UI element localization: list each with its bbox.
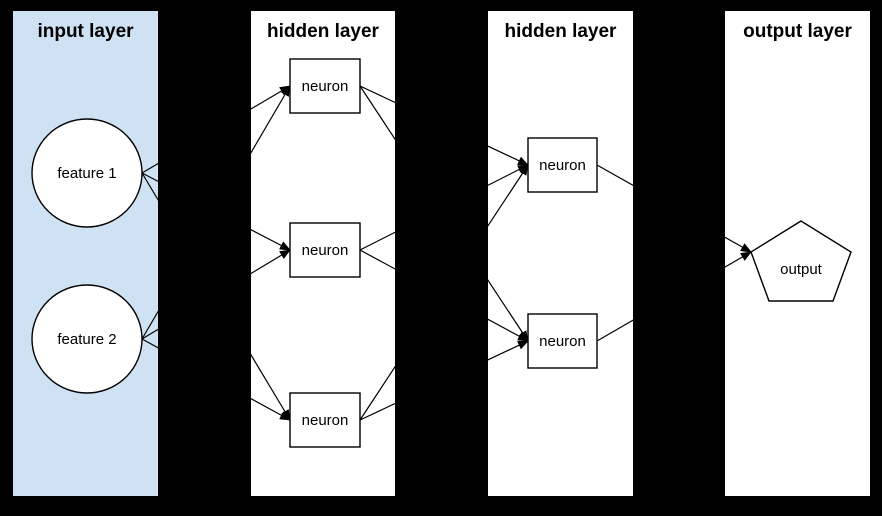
node-feature-1 [31, 118, 143, 228]
node-output [750, 220, 852, 302]
node-neuron-5 [527, 313, 598, 369]
panel-input-layer [13, 11, 158, 496]
edges-group [141, 85, 752, 421]
node-neuron-2 [289, 222, 361, 278]
node-neuron-1 [289, 58, 361, 114]
node-feature-2 [31, 284, 143, 394]
node-neuron-3 [289, 392, 361, 448]
node-neuron-4 [527, 137, 598, 193]
panel-hidden-layer-2 [488, 11, 633, 496]
